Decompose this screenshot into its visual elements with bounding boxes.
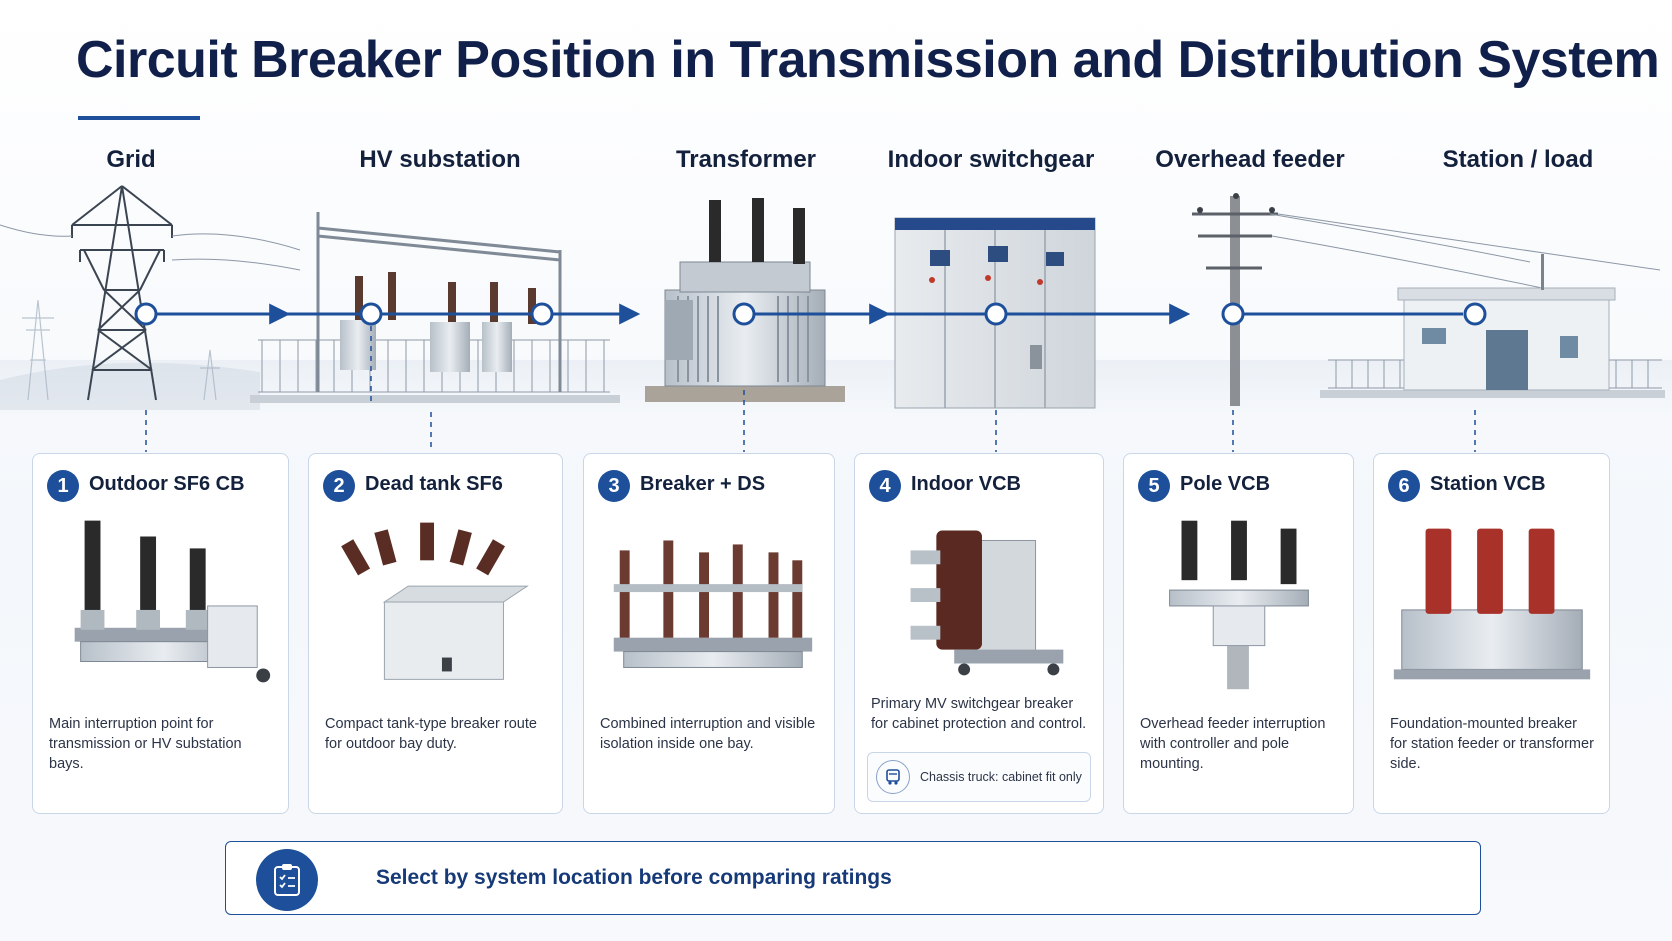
- card-description: Primary MV switchgear breaker for cabine…: [871, 696, 1087, 732]
- card-outdoor-sf6-cb: 1 Outdoor SF6 CB Main interruption point…: [32, 453, 289, 814]
- card-title: Station VCB: [1430, 473, 1546, 495]
- chassis-truck-note: Chassis truck: cabinet fit only: [867, 752, 1091, 802]
- card-number-badge: 5: [1138, 470, 1170, 502]
- title-underline: [78, 116, 200, 120]
- banner-text: Select by system location before compari…: [376, 866, 892, 889]
- card-title: Outdoor SF6 CB: [89, 473, 245, 495]
- outdoor-sf6-breaker-image: [74, 520, 271, 683]
- clipboard-checklist-icon: [256, 849, 318, 911]
- card-number-badge: 1: [47, 470, 79, 502]
- stage-label-hv-substation: HV substation: [359, 146, 521, 173]
- card-title: Breaker + DS: [640, 473, 766, 495]
- card-number-badge: 6: [1388, 470, 1420, 502]
- page-title: Circuit Breaker Position in Transmission…: [76, 31, 1660, 89]
- card-title: Indoor VCB: [911, 473, 1021, 495]
- stage-label-station-load: Station / load: [1442, 146, 1594, 173]
- transformer-icon: [645, 198, 845, 402]
- stage-label-transformer: Transformer: [675, 146, 817, 173]
- card-indoor-vcb: 4 Indoor VCB Primary MV switchgear break…: [854, 453, 1104, 814]
- station-vcb-image: [1393, 528, 1591, 680]
- card-title: Dead tank SF6: [365, 473, 503, 495]
- stage-label-grid: Grid: [106, 146, 156, 173]
- truck-icon: [876, 760, 910, 794]
- chip-text: Chassis truck: cabinet fit only: [920, 770, 1082, 784]
- indoor-vcb-image: [910, 530, 1064, 676]
- card-breaker-ds: 3 Breaker + DS Combined interruption and…: [583, 453, 835, 814]
- card-station-vcb: 6 Station VCB Foundation-mounted breaker…: [1373, 453, 1610, 814]
- dead-tank-breaker-image: [341, 522, 529, 680]
- card-description: Overhead feeder interruption with contro…: [1140, 716, 1326, 772]
- card-description: Combined interruption and visible isolat…: [600, 716, 816, 752]
- pole-vcb-image: [1169, 520, 1309, 690]
- breaker-position-nodes: [134, 302, 1487, 326]
- card-number-badge: 3: [598, 470, 630, 502]
- card-pole-vcb: 5 Pole VCB Overhead feeder interruption …: [1123, 453, 1354, 814]
- breaker-disconnector-image: [613, 540, 813, 668]
- card-dead-tank-sf6: 2 Dead tank SF6 Compact tank-type breake…: [308, 453, 563, 814]
- selection-guidance-banner: Select by system location before compari…: [225, 841, 1481, 915]
- card-number-badge: 4: [869, 470, 901, 502]
- hv-substation-icon: [250, 212, 620, 403]
- card-description: Foundation-mounted breaker for station f…: [1390, 716, 1594, 772]
- stage-label-indoor-switchgear: Indoor switchgear: [887, 146, 1095, 173]
- stage-label-overhead-feeder: Overhead feeder: [1155, 146, 1345, 173]
- leader-lines: [145, 326, 1476, 452]
- card-number-badge: 2: [323, 470, 355, 502]
- card-description: Main interruption point for transmission…: [49, 716, 242, 772]
- transmission-tower-icon: [0, 185, 301, 401]
- card-title: Pole VCB: [1180, 473, 1271, 495]
- card-description: Compact tank-type breaker route for outd…: [325, 716, 537, 752]
